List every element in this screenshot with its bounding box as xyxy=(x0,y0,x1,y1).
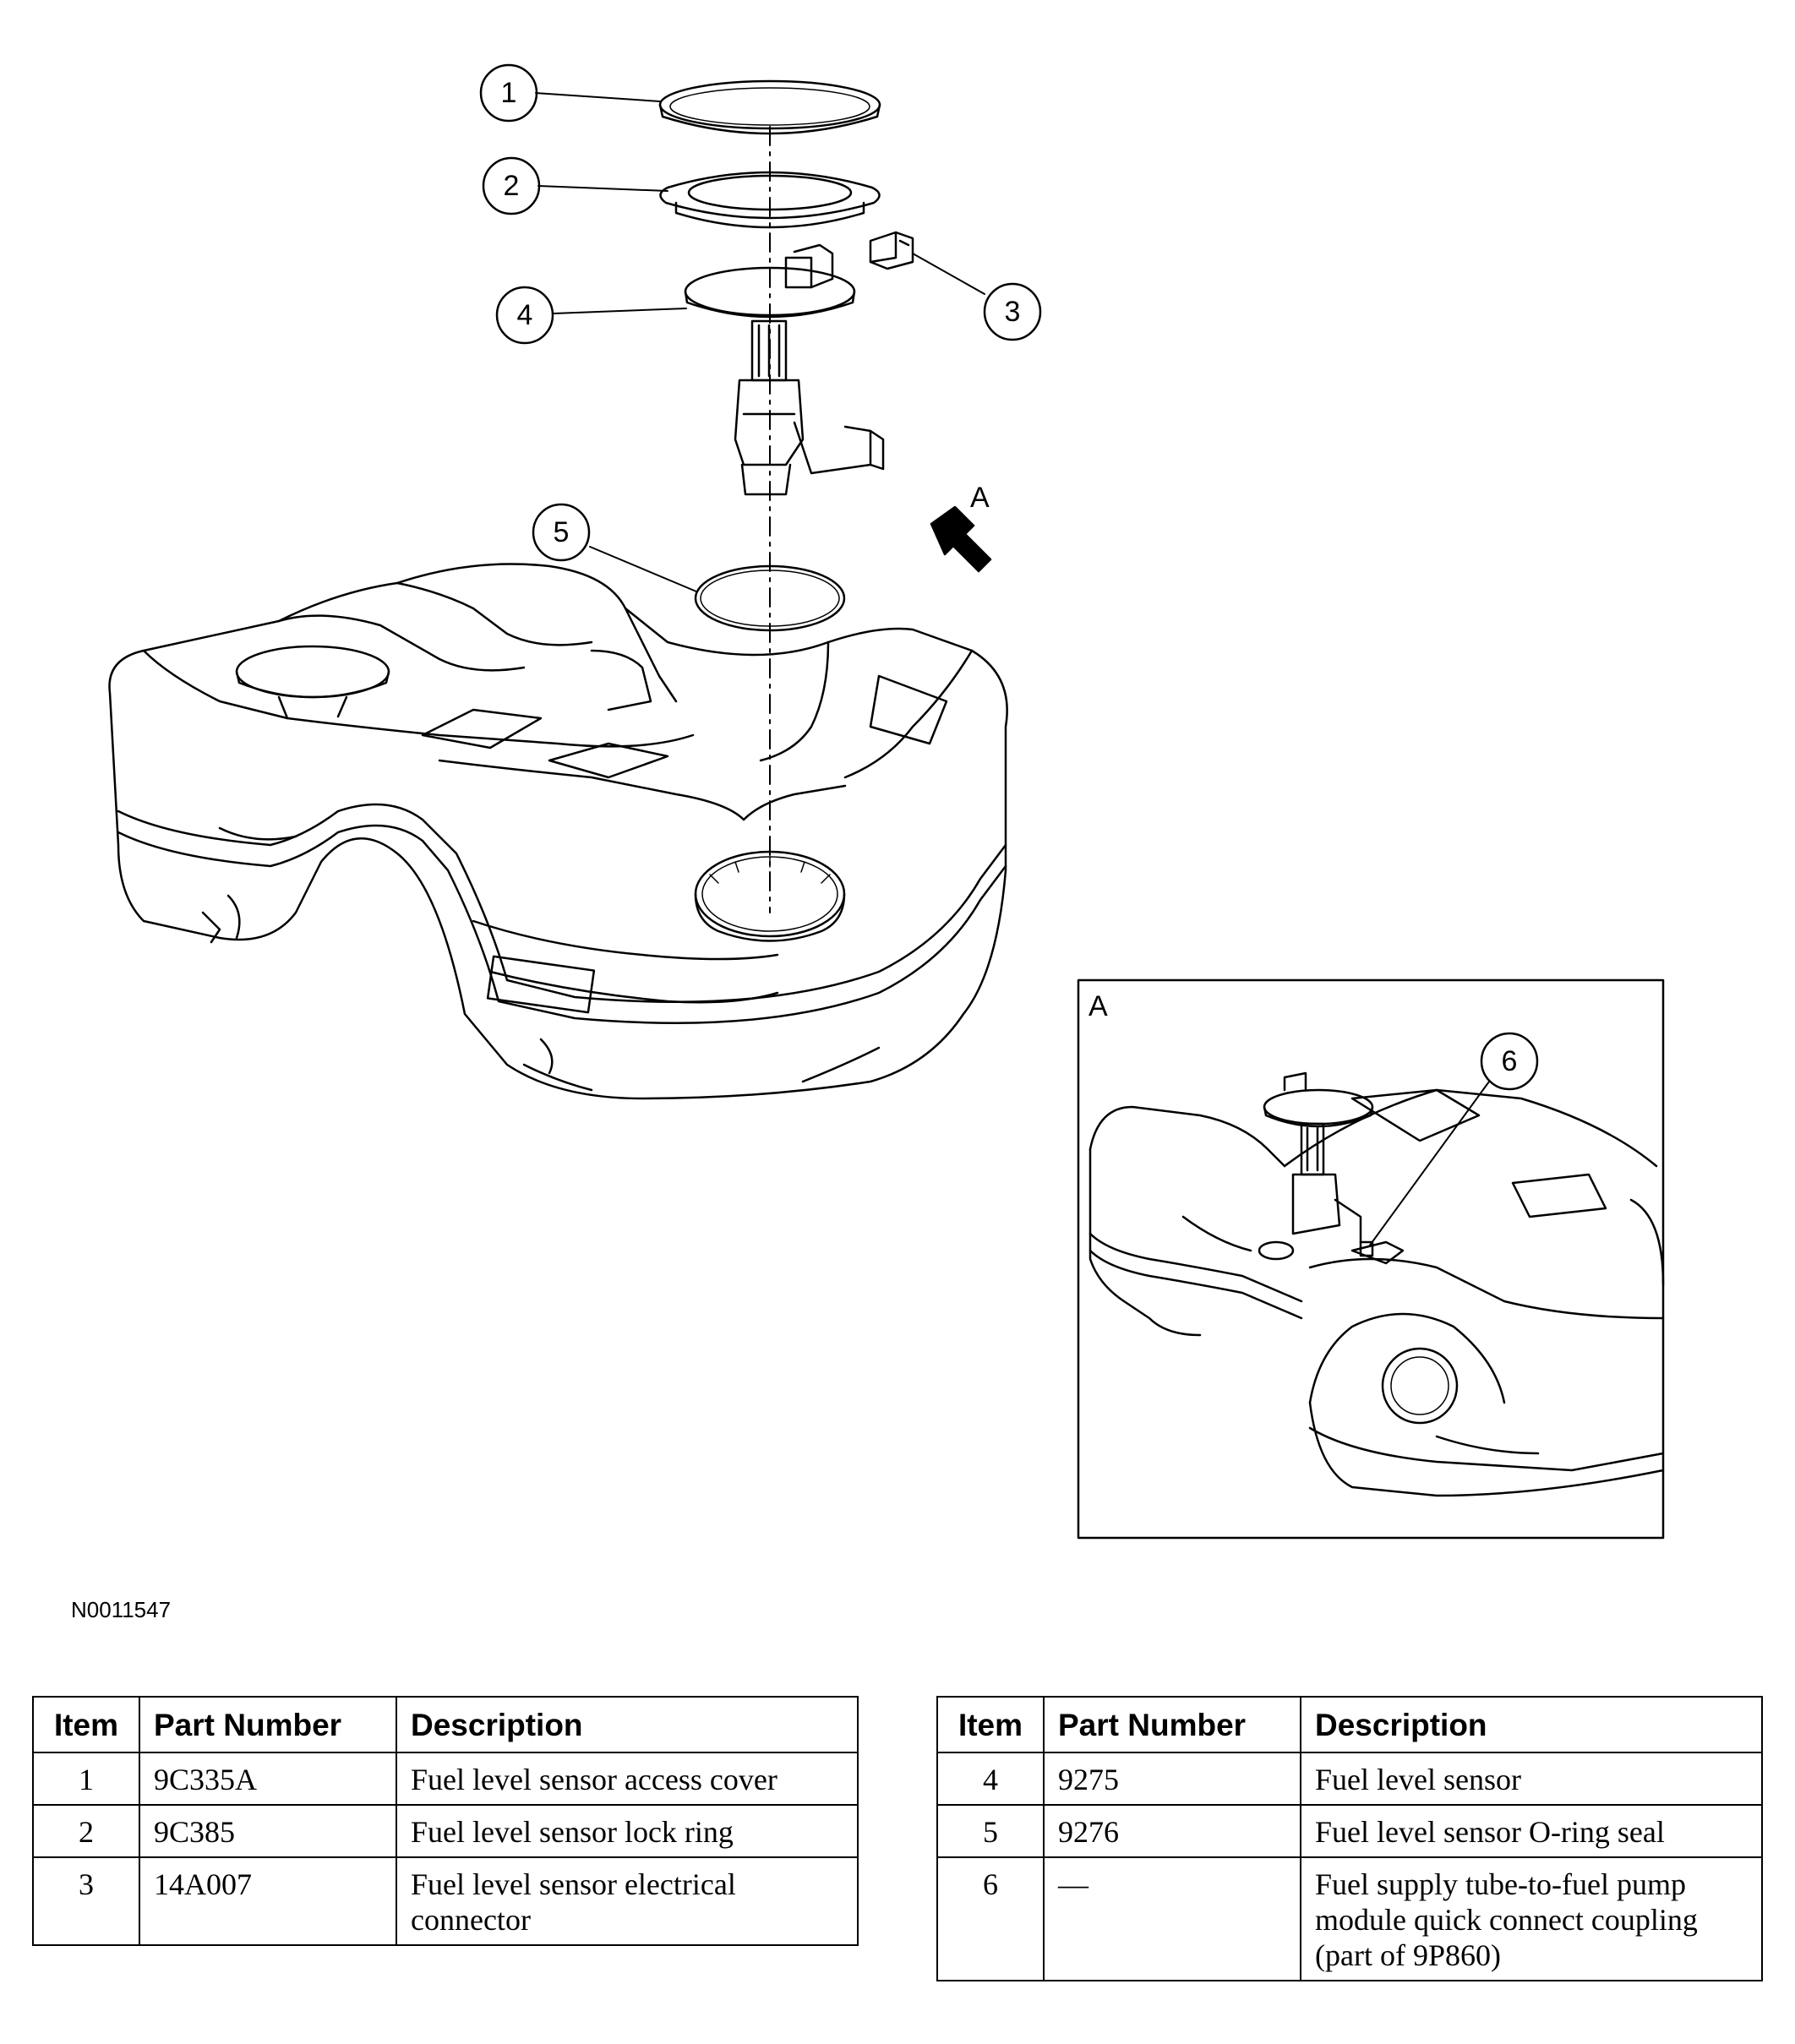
svg-text:4: 4 xyxy=(517,299,533,331)
parts-table-left: Item Part Number Description 1 9C335A Fu… xyxy=(32,1696,859,1946)
leader-lines xyxy=(535,92,985,592)
item-cell: 3 xyxy=(32,1856,140,1946)
table-row: 4 9275 Fuel level sensor xyxy=(936,1752,1763,1806)
table-row: 1 9C335A Fuel level sensor access cover xyxy=(32,1752,859,1806)
svg-text:1: 1 xyxy=(501,77,517,109)
access-cover-drawing xyxy=(658,79,881,135)
exploded-view-diagram: A xyxy=(108,63,1665,1540)
description-cell: Fuel level sensor O-ring seal xyxy=(1300,1804,1763,1858)
callout-1: 1 xyxy=(479,63,538,123)
item-cell: 2 xyxy=(32,1804,140,1858)
detail-tank-drawing xyxy=(1088,1088,1665,1497)
electrical-connector-drawing xyxy=(869,231,914,270)
callout-4: 4 xyxy=(495,286,554,345)
detail-view-label: A xyxy=(1088,990,1108,1022)
figure-id: N0011547 xyxy=(71,1597,172,1622)
detail-view-a: A xyxy=(1077,978,1665,1540)
item-cell: 1 xyxy=(32,1752,140,1806)
table-row: 6 — Fuel supply tube-to-fuel pump module… xyxy=(936,1856,1763,1981)
svg-text:5: 5 xyxy=(554,516,570,548)
svg-text:3: 3 xyxy=(1005,296,1021,328)
header-item: Item xyxy=(936,1696,1045,1753)
part-number-cell: 14A007 xyxy=(139,1856,397,1946)
callout-3: 3 xyxy=(983,282,1042,341)
item-cell: 4 xyxy=(936,1752,1045,1806)
callout-6: 6 xyxy=(1480,1032,1539,1091)
description-cell: Fuel level sensor access cover xyxy=(396,1752,859,1806)
fuel-level-sensor-drawing xyxy=(684,243,885,496)
parts-table-right: Item Part Number Description 4 9275 Fuel… xyxy=(936,1696,1763,1981)
callout-2: 2 xyxy=(482,156,541,215)
fuel-tank-drawing xyxy=(108,563,1008,1100)
lock-ring-drawing xyxy=(659,171,881,229)
header-part-number: Part Number xyxy=(1043,1696,1301,1753)
detail-sensor-drawing xyxy=(1258,1071,1405,1265)
svg-text:6: 6 xyxy=(1502,1045,1518,1077)
header-description: Description xyxy=(1300,1696,1763,1753)
description-cell: Fuel level sensor electrical connector xyxy=(396,1856,859,1946)
table-row: 3 14A007 Fuel level sensor electrical co… xyxy=(32,1856,859,1946)
table-row: 2 9C385 Fuel level sensor lock ring xyxy=(32,1804,859,1858)
header-description: Description xyxy=(396,1696,859,1753)
leader-line-6 xyxy=(1368,1081,1490,1247)
part-number-cell: 9276 xyxy=(1043,1804,1301,1858)
header-part-number: Part Number xyxy=(139,1696,397,1753)
table-row: 5 9276 Fuel level sensor O-ring seal xyxy=(936,1804,1763,1858)
view-a-label: A xyxy=(970,482,990,514)
item-cell: 5 xyxy=(936,1804,1045,1858)
table-header-row: Item Part Number Description xyxy=(32,1696,859,1753)
description-cell: Fuel supply tube-to-fuel pump module qui… xyxy=(1300,1856,1763,1981)
view-a-arrow xyxy=(930,505,992,573)
o-ring-seal-inner xyxy=(700,570,840,627)
part-number-cell: 9C385 xyxy=(139,1804,397,1858)
part-number-cell: 9C335A xyxy=(139,1752,397,1806)
part-number-cell: — xyxy=(1043,1856,1301,1981)
callout-5: 5 xyxy=(532,503,591,562)
description-cell: Fuel level sensor xyxy=(1300,1752,1763,1806)
description-cell: Fuel level sensor lock ring xyxy=(396,1804,859,1858)
item-cell: 6 xyxy=(936,1856,1045,1981)
part-number-cell: 9275 xyxy=(1043,1752,1301,1806)
table-header-row: Item Part Number Description xyxy=(936,1696,1763,1753)
header-item: Item xyxy=(32,1696,140,1753)
o-ring-seal-drawing xyxy=(694,564,846,632)
svg-text:2: 2 xyxy=(504,170,520,202)
